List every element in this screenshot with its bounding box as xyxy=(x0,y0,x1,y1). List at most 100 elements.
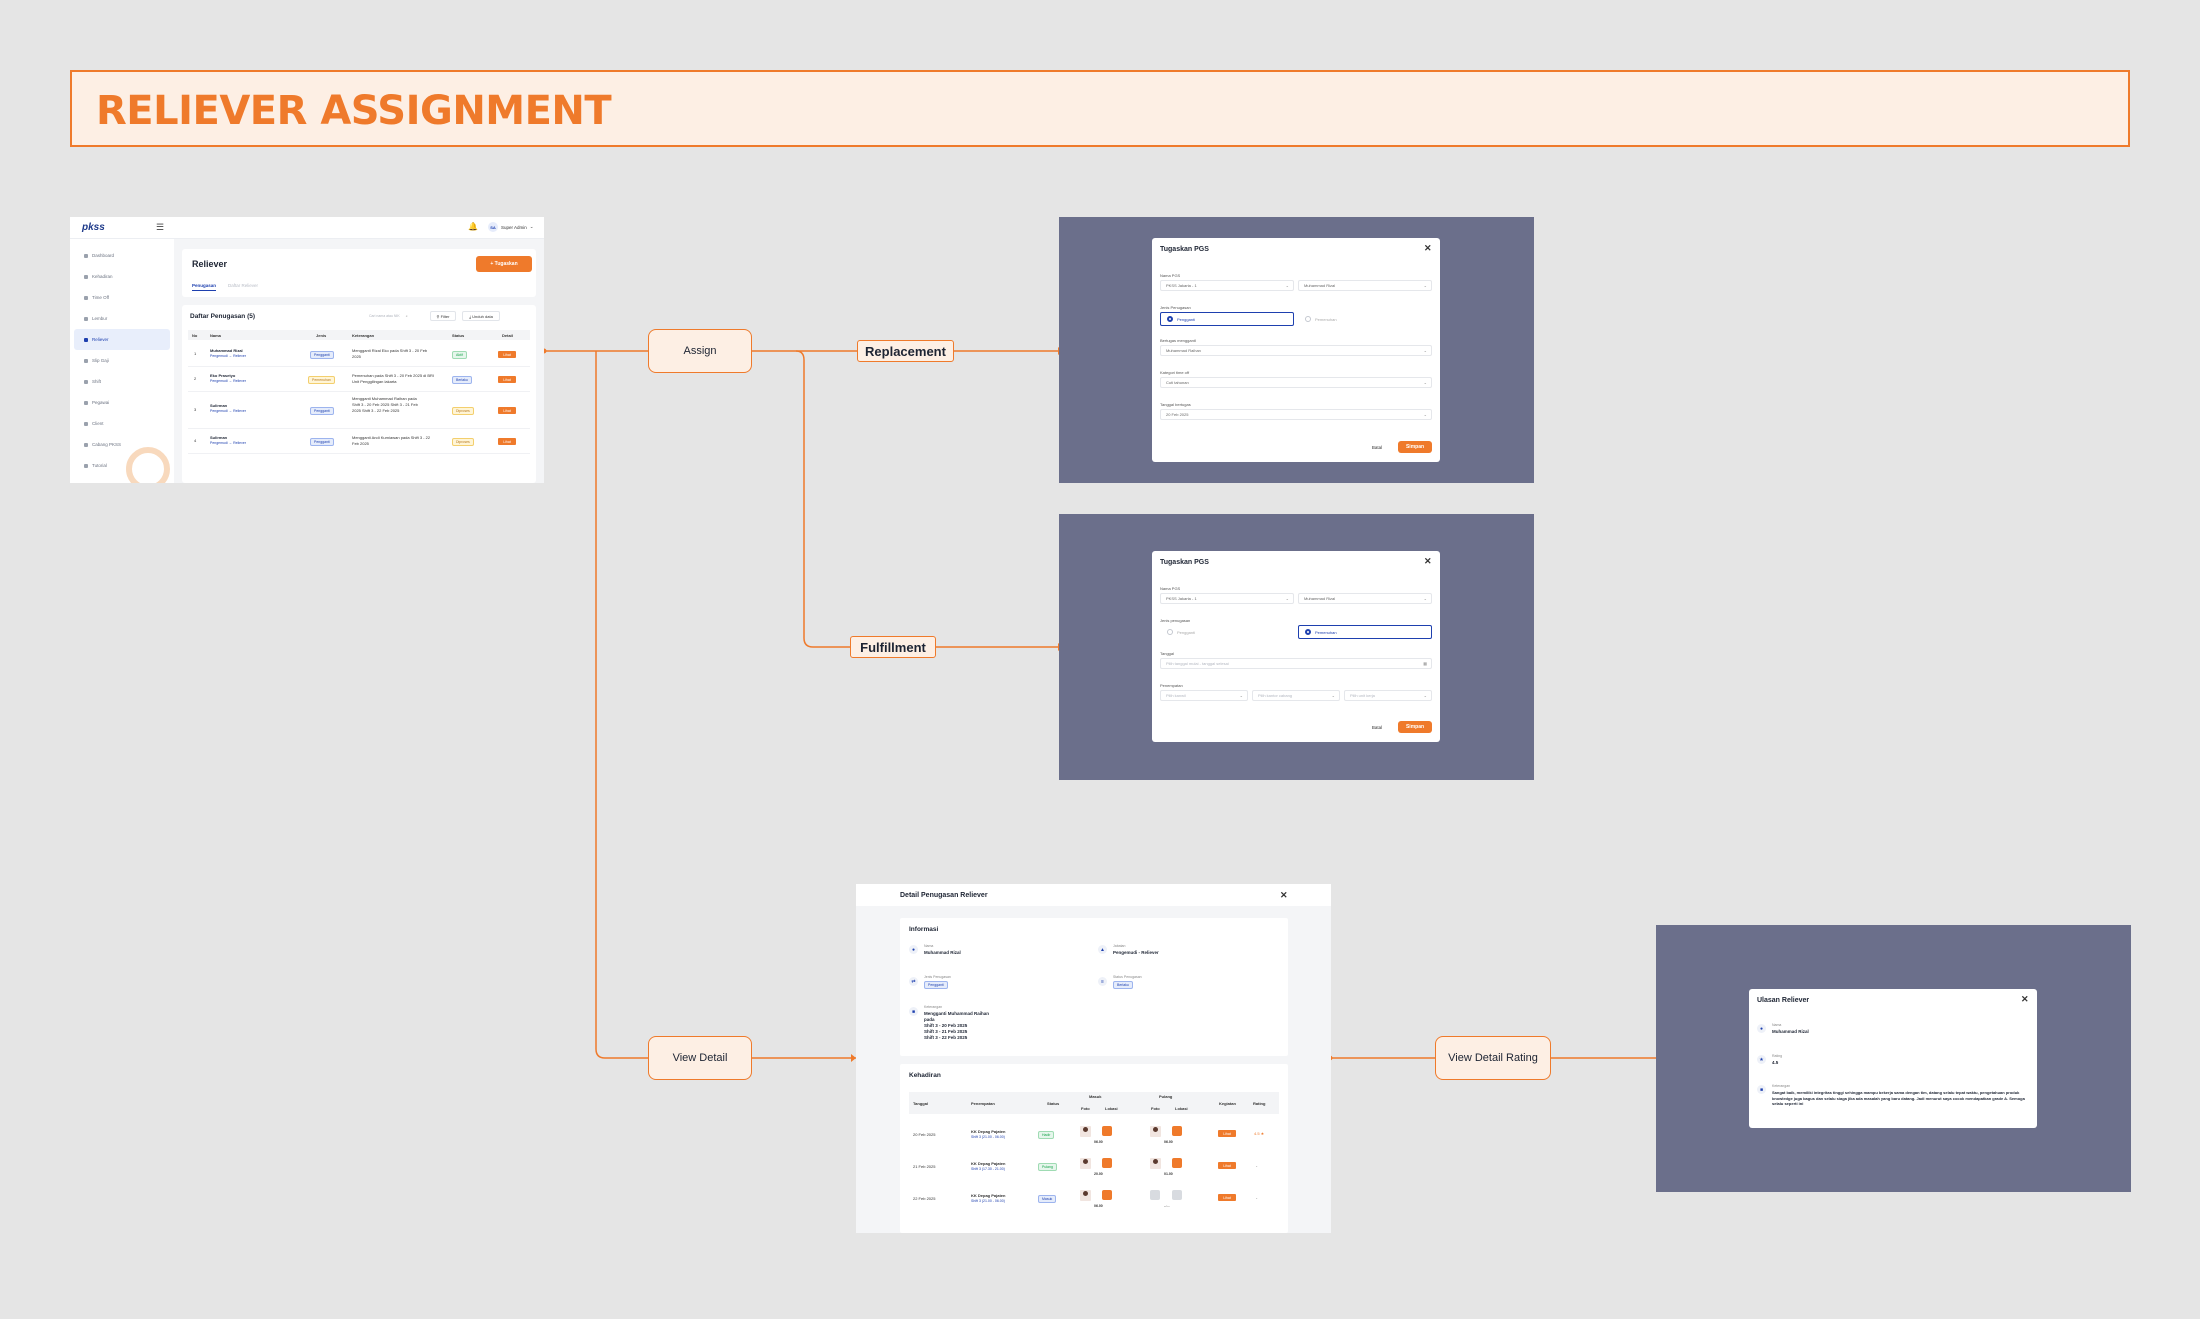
time-off-icon xyxy=(84,295,88,300)
unit-kerja-select[interactable]: Pilih unit kerja⌄ xyxy=(1344,690,1432,701)
radio-pengganti[interactable]: Pengganti xyxy=(1160,625,1294,639)
assign-button[interactable]: + Tugaskan xyxy=(476,256,532,272)
bell-icon[interactable]: 🔔 xyxy=(468,222,478,231)
photo-thumbnail[interactable] xyxy=(1080,1158,1091,1169)
download-button[interactable]: ⤓ Unduh data xyxy=(462,311,500,321)
jenis-badge: Pengganti xyxy=(310,438,334,446)
col-tanggal[interactable]: Tanggal xyxy=(913,1101,929,1106)
photo-thumbnail[interactable] xyxy=(1080,1190,1091,1201)
view-button[interactable]: Lihat xyxy=(498,351,516,358)
app-logo[interactable]: pkss xyxy=(82,222,105,233)
rating-link[interactable]: 4.5 ★ xyxy=(1254,1131,1265,1136)
col-detail: Detail xyxy=(502,333,513,338)
location-icon[interactable] xyxy=(1172,1158,1182,1168)
sidebar-item-shift[interactable]: Shift xyxy=(70,371,174,392)
sidebar-item-label: Reliever xyxy=(92,337,109,342)
col-penempatan[interactable]: Penempatan xyxy=(971,1101,995,1106)
row-role: Pengemudi → Reliever xyxy=(210,379,246,383)
calendar-icon: ▦ xyxy=(1423,661,1427,666)
jabatan-value: Pengemudi - Reliever xyxy=(1113,950,1159,955)
sidebar-item-time-off[interactable]: Time Off xyxy=(70,287,174,308)
cancel-button[interactable]: Batal xyxy=(1371,724,1383,730)
pgs-person-select[interactable]: Muhammad Rizal⌄ xyxy=(1298,593,1432,604)
col-status[interactable]: Status xyxy=(1047,1101,1060,1106)
user-menu[interactable]: SA Super Admin ⌄ xyxy=(488,222,534,232)
date-range-input[interactable]: Pilih tanggal mulai - tanggal selesai ▦ xyxy=(1160,658,1432,669)
sidebar-item-dashboard[interactable]: Dashboard xyxy=(70,245,174,266)
radio-dot xyxy=(1167,316,1173,322)
pgs-branch-select[interactable]: PKSS Jakarta - 1⌄ xyxy=(1160,280,1294,291)
status-label: Status Penugasan xyxy=(1113,975,1142,979)
sidebar-item-lembur[interactable]: Lembur xyxy=(70,308,174,329)
sidebar-item-client[interactable]: Client xyxy=(70,413,174,434)
filter-button[interactable]: ⚲ Filter xyxy=(430,311,456,321)
view-activity-button[interactable]: Lihat xyxy=(1218,1162,1236,1169)
row-no: 2 xyxy=(194,376,197,381)
building-icon: ▲ xyxy=(1098,945,1107,954)
photo-thumbnail[interactable] xyxy=(1080,1126,1091,1137)
modal-title: Ulasan Reliever xyxy=(1757,997,1810,1004)
row-role: Pengemudi → Reliever xyxy=(210,409,246,413)
select-value: Cuti tahunan xyxy=(1166,380,1189,385)
keterangan-label: Keterangan xyxy=(1772,1084,1791,1088)
view-activity-button[interactable]: Lihat xyxy=(1218,1130,1236,1137)
col-status[interactable]: Status xyxy=(452,333,465,338)
tab-daftar-reliever[interactable]: Daftar Reliever xyxy=(228,283,259,288)
check-in-time: 06.00 xyxy=(1094,1204,1103,1208)
input-placeholder: Pilih tanggal mulai - tanggal selesai xyxy=(1166,661,1229,666)
radio-dot xyxy=(1305,629,1311,635)
cancel-button[interactable]: Batal xyxy=(1371,444,1383,450)
tab-penugasan[interactable]: Penugasan xyxy=(192,283,217,291)
sidebar-item-kehadiran[interactable]: Kehadiran xyxy=(70,266,174,287)
sidebar-item-reliever[interactable]: Reliever xyxy=(74,329,170,350)
status-badge: Masuk xyxy=(1038,1195,1057,1203)
close-icon[interactable]: ✕ xyxy=(1280,890,1288,900)
kategori-select[interactable]: Cuti tahunan⌄ xyxy=(1160,377,1432,388)
pgs-person-select[interactable]: Muhammad Rizal⌄ xyxy=(1298,280,1432,291)
chevron-down-icon: ⌄ xyxy=(1423,412,1427,417)
nama-pgs-label: Nama PGS xyxy=(1160,586,1181,591)
save-button[interactable]: Simpan xyxy=(1398,721,1432,733)
col-jenis[interactable]: Jenis xyxy=(316,333,327,338)
sidebar-item-cabang[interactable]: Cabang PKSS xyxy=(70,434,174,455)
radio-pemenuhan[interactable]: Pemenuhan xyxy=(1298,625,1432,639)
view-button[interactable]: Lihat xyxy=(498,407,516,414)
photo-thumbnail[interactable] xyxy=(1150,1158,1161,1169)
view-activity-button[interactable]: Lihat xyxy=(1218,1194,1236,1201)
col-no: No xyxy=(192,333,198,338)
save-button[interactable]: Simpan xyxy=(1398,441,1432,453)
close-icon[interactable]: ✕ xyxy=(1424,556,1432,566)
list-icon: ≡ xyxy=(1098,977,1107,986)
sidebar-item-tutorial[interactable]: Tutorial xyxy=(70,455,174,476)
search-input[interactable]: Cari nama atau NIK ⌕ xyxy=(366,311,422,321)
view-button[interactable]: Lihat xyxy=(498,376,516,383)
location-icon[interactable] xyxy=(1102,1158,1112,1168)
location-icon[interactable] xyxy=(1172,1126,1182,1136)
view-button[interactable]: Lihat xyxy=(498,438,516,445)
close-icon[interactable]: ✕ xyxy=(2021,994,2029,1004)
radio-pemenuhan[interactable]: Pemenuhan xyxy=(1298,312,1432,326)
photo-thumbnail[interactable] xyxy=(1150,1126,1161,1137)
close-icon[interactable]: ✕ xyxy=(1424,243,1432,253)
bertugas-select[interactable]: Muhammad Raihan⌄ xyxy=(1160,345,1432,356)
jenis-badge: Pengganti xyxy=(310,351,334,359)
kantor-cabang-select[interactable]: Pilih kantor cabang⌄ xyxy=(1252,690,1340,701)
col-nama[interactable]: Nama xyxy=(210,333,221,338)
sidebar-item-pegawai[interactable]: Pegawai xyxy=(70,392,174,413)
menu-icon[interactable]: ☰ xyxy=(156,222,165,232)
col-rating[interactable]: Rating xyxy=(1253,1101,1266,1106)
table-row: 1 Muhammad Rizal Pengemudi → Reliever Pe… xyxy=(188,343,530,367)
radio-pengganti[interactable]: Pengganti xyxy=(1160,312,1294,326)
nama-value: Muhammad Rizal xyxy=(924,950,961,955)
row-no: 3 xyxy=(194,407,197,412)
location-icon[interactable] xyxy=(1102,1126,1112,1136)
tanggal-select[interactable]: 20 Feb 2025⌄ xyxy=(1160,409,1432,420)
list-title: Daftar Penugasan (5) xyxy=(190,313,256,320)
pgs-branch-select[interactable]: PKSS Jakarta - 1⌄ xyxy=(1160,593,1294,604)
kanwil-select[interactable]: Pilih kanwil⌄ xyxy=(1160,690,1248,701)
detail-penugasan-modal: Detail Penugasan Reliever ✕ Informasi ● … xyxy=(856,884,1331,1233)
nama-pgs-label: Nama PGS xyxy=(1160,273,1181,278)
sidebar-item-slip-gaji[interactable]: Slip Gaji xyxy=(70,350,174,371)
col-keterangan[interactable]: Keterangan xyxy=(352,333,375,338)
location-icon[interactable] xyxy=(1102,1190,1112,1200)
